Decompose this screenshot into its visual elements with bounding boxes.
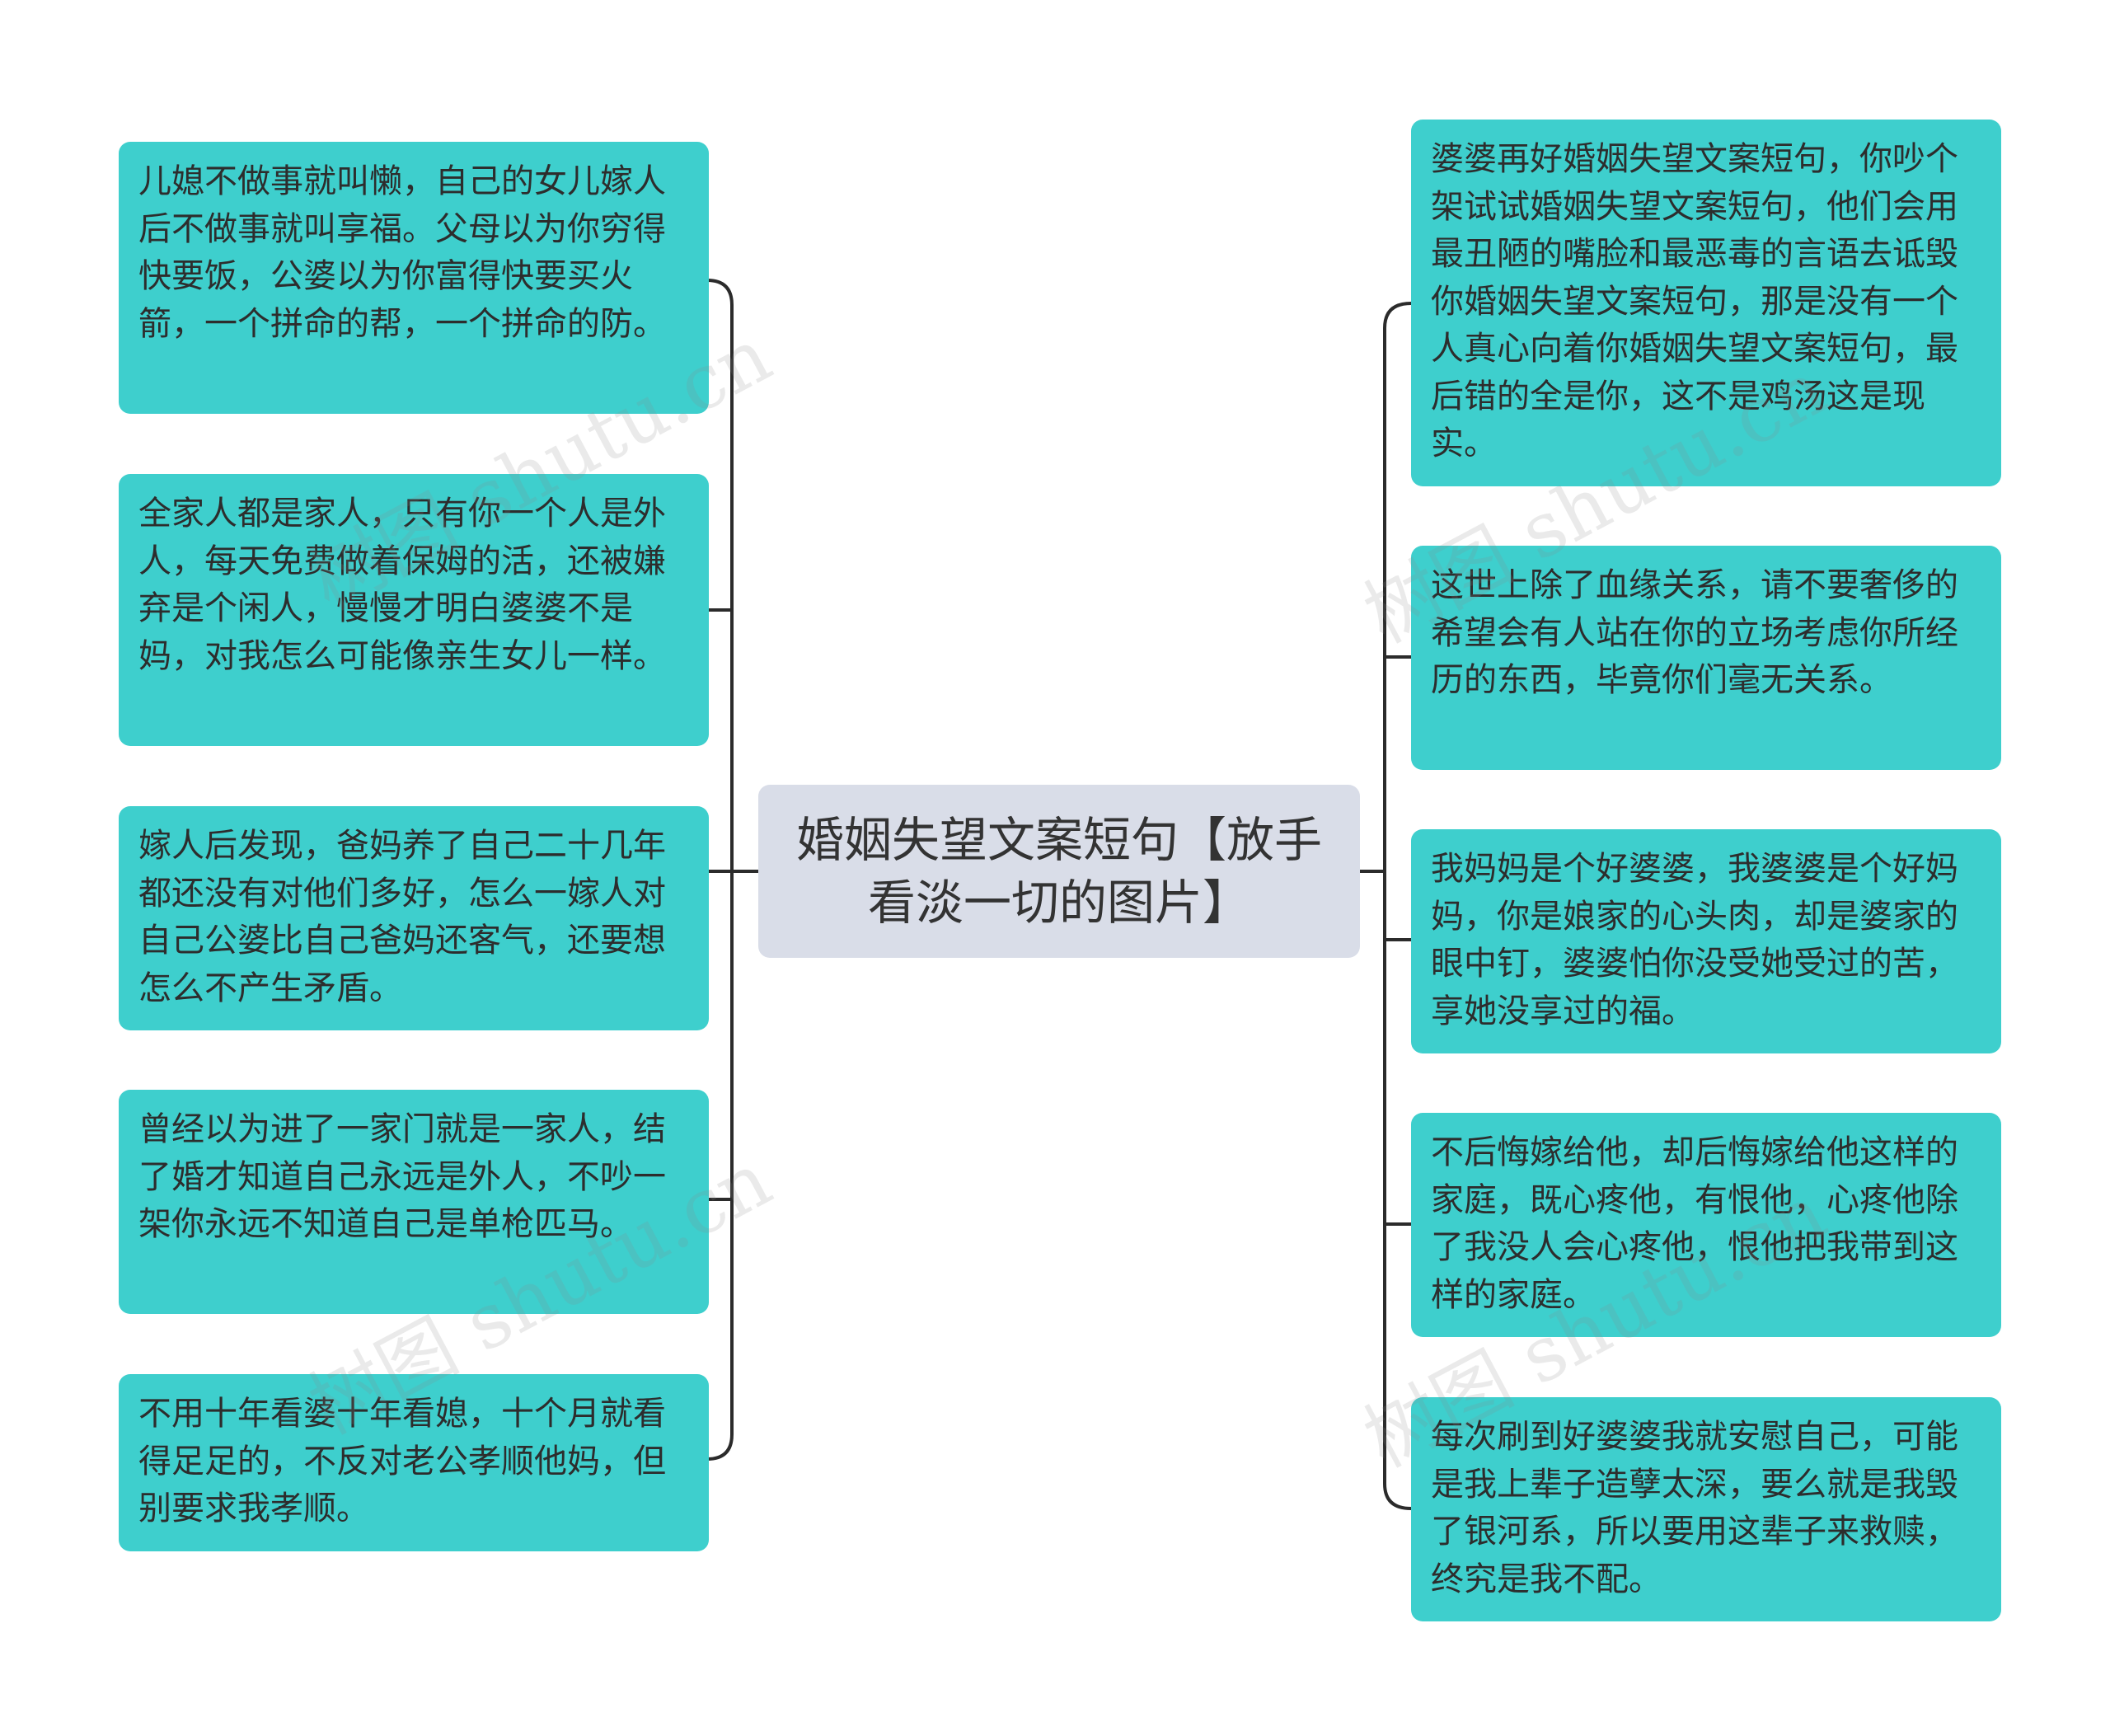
- connector-right-trunk: [1383, 302, 1413, 1510]
- left-node-4-text: 曾经以为进了一家门就是一家人，结了婚才知道自己永远是外人，不吵一架你永远不知道自…: [138, 1110, 666, 1243]
- right-node-1-text: 婆婆再好婚姻失望文案短句，你吵个架试试婚姻失望文案短句，他们会用最丑陋的嘴脸和最…: [1431, 140, 1958, 462]
- left-node-4[interactable]: 曾经以为进了一家门就是一家人，结了婚才知道自己永远是外人，不吵一架你永远不知道自…: [119, 1090, 709, 1314]
- right-node-5-text: 每次刷到好婆婆我就安慰自己，可能是我上辈子造孽太深，要么就是我毁了银河系，所以要…: [1431, 1418, 1958, 1598]
- central-topic-title: 婚姻失望文案短句【放手看淡一切的图片】: [795, 812, 1322, 931]
- left-node-1-text: 儿媳不做事就叫懒，自己的女儿嫁人后不做事就叫享福。父母以为你穷得快要饭，公婆以为…: [138, 162, 666, 343]
- right-node-2-text: 这世上除了血缘关系，请不要奢侈的希望会有人站在你的立场考虑你所经历的东西，毕竟你…: [1431, 566, 1958, 699]
- right-node-5[interactable]: 每次刷到好婆婆我就安慰自己，可能是我上辈子造孽太深，要么就是我毁了银河系，所以要…: [1411, 1397, 2001, 1621]
- right-node-4[interactable]: 不后悔嫁给他，却后悔嫁给他这样的家庭，既心疼他，有恨他，心疼他除了我没人会心疼他…: [1411, 1113, 2001, 1337]
- left-node-2-text: 全家人都是家人，只有你一个人是外人，每天免费做着保姆的活，还被嫌弃是个闲人，慢慢…: [138, 495, 666, 675]
- left-node-3-text: 嫁人后发现，爸妈养了自己二十几年都还没有对他们多好，怎么一嫁人对自己公婆比自己爸…: [138, 827, 666, 1007]
- central-topic[interactable]: 婚姻失望文案短句【放手看淡一切的图片】: [758, 785, 1360, 958]
- left-node-1[interactable]: 儿媳不做事就叫懒，自己的女儿嫁人后不做事就叫享福。父母以为你穷得快要饭，公婆以为…: [119, 142, 709, 414]
- left-node-3[interactable]: 嫁人后发现，爸妈养了自己二十几年都还没有对他们多好，怎么一嫁人对自己公婆比自己爸…: [119, 806, 709, 1030]
- right-node-3-text: 我妈妈是个好婆婆，我婆婆是个好妈妈，你是娘家的心头肉，却是婆家的眼中钉，婆婆怕你…: [1431, 850, 1958, 1030]
- right-node-1[interactable]: 婆婆再好婚姻失望文案短句，你吵个架试试婚姻失望文案短句，他们会用最丑陋的嘴脸和最…: [1411, 120, 2001, 486]
- right-node-4-text: 不后悔嫁给他，却后悔嫁给他这样的家庭，既心疼他，有恨他，心疼他除了我没人会心疼他…: [1431, 1133, 1958, 1314]
- left-node-2[interactable]: 全家人都是家人，只有你一个人是外人，每天免费做着保姆的活，还被嫌弃是个闲人，慢慢…: [119, 474, 709, 746]
- left-node-5-text: 不用十年看婆十年看媳，十个月就看得足足的，不反对老公孝顺他妈，但别要求我孝顺。: [138, 1395, 666, 1527]
- right-node-2[interactable]: 这世上除了血缘关系，请不要奢侈的希望会有人站在你的立场考虑你所经历的东西，毕竟你…: [1411, 546, 2001, 770]
- left-node-5[interactable]: 不用十年看婆十年看媳，十个月就看得足足的，不反对老公孝顺他妈，但别要求我孝顺。: [119, 1374, 709, 1551]
- right-node-3[interactable]: 我妈妈是个好婆婆，我婆婆是个好妈妈，你是娘家的心头肉，却是婆家的眼中钉，婆婆怕你…: [1411, 829, 2001, 1053]
